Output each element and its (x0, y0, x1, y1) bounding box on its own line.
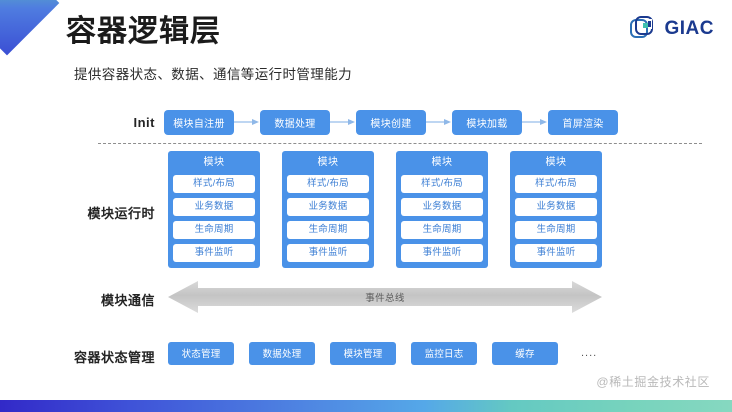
init-arrow-icon (330, 110, 356, 135)
state-ellipsis: .... (581, 347, 598, 359)
module-item[interactable]: 事件监听 (173, 244, 255, 262)
row-label-state: 容器状态管理 (73, 350, 155, 365)
state-box[interactable]: 监控日志 (411, 341, 477, 365)
state-box[interactable]: 缓存 (492, 341, 558, 365)
module-item[interactable]: 样式/布局 (401, 175, 483, 193)
container-state-group: 状态管理 数据处理 模块管理 监控日志 缓存 .... (168, 341, 602, 365)
init-step-box[interactable]: 模块创建 (356, 109, 426, 135)
row-label-communication: 模块通信 (100, 293, 155, 308)
page-title: 容器逻辑层 (66, 15, 221, 48)
init-arrow-icon (234, 110, 260, 135)
event-bus-label: 事件总线 (365, 293, 405, 304)
module-runtime-group: 模块 样式/布局 业务数据 生命周期 事件监听 模块 样式/布局 业务数据 生命… (168, 151, 602, 268)
module-item[interactable]: 生命周期 (287, 221, 369, 239)
init-step-box[interactable]: 模块自注册 (164, 109, 234, 135)
module-item[interactable]: 生命周期 (173, 221, 255, 239)
giac-logo-text: GIAC (664, 18, 714, 39)
giac-logo: GIAC (629, 16, 715, 42)
row-label-init: Init (133, 115, 155, 130)
state-box[interactable]: 状态管理 (168, 341, 234, 365)
module-item[interactable]: 事件监听 (401, 244, 483, 262)
double-arrow-icon (168, 281, 602, 313)
init-flow: 模块自注册 数据处理 模块创建 模块加载 首屏渲染 (164, 109, 618, 135)
module-item[interactable]: 业务数据 (401, 198, 483, 216)
module-card-title: 模块 (317, 157, 339, 168)
state-box[interactable]: 模块管理 (330, 341, 396, 365)
watermark: @稀土掘金技术社区 (596, 375, 710, 389)
module-item[interactable]: 生命周期 (401, 221, 483, 239)
decorative-diamond (0, 0, 60, 56)
page-subtitle: 提供容器状态、数据、通信等运行时管理能力 (74, 67, 352, 82)
module-card-title: 模块 (203, 157, 225, 168)
module-card[interactable]: 模块 样式/布局 业务数据 生命周期 事件监听 (396, 151, 488, 268)
giac-g-mark-icon (629, 16, 653, 38)
init-step-box[interactable]: 首屏渲染 (548, 109, 618, 135)
module-item[interactable]: 业务数据 (173, 198, 255, 216)
init-step-box[interactable]: 模块加载 (452, 109, 522, 135)
module-card[interactable]: 模块 样式/布局 业务数据 生命周期 事件监听 (282, 151, 374, 268)
module-item[interactable]: 业务数据 (287, 198, 369, 216)
module-card[interactable]: 模块 样式/布局 业务数据 生命周期 事件监听 (510, 151, 602, 268)
module-item[interactable]: 样式/布局 (173, 175, 255, 193)
state-box[interactable]: 数据处理 (249, 341, 315, 365)
bottom-gradient-bar (0, 400, 732, 412)
row-label-runtime: 模块运行时 (87, 206, 155, 221)
module-item[interactable]: 生命周期 (515, 221, 597, 239)
module-item[interactable]: 样式/布局 (515, 175, 597, 193)
init-arrow-icon (426, 110, 452, 135)
module-card-title: 模块 (431, 157, 453, 168)
init-step-box[interactable]: 数据处理 (260, 109, 330, 135)
event-bus-arrow: 事件总线 (168, 281, 602, 313)
module-item[interactable]: 样式/布局 (287, 175, 369, 193)
module-item[interactable]: 事件监听 (515, 244, 597, 262)
init-arrow-icon (522, 110, 548, 135)
module-item[interactable]: 事件监听 (287, 244, 369, 262)
module-card[interactable]: 模块 样式/布局 业务数据 生命周期 事件监听 (168, 151, 260, 268)
module-card-title: 模块 (545, 157, 567, 168)
module-item[interactable]: 业务数据 (515, 198, 597, 216)
section-divider (98, 143, 702, 144)
